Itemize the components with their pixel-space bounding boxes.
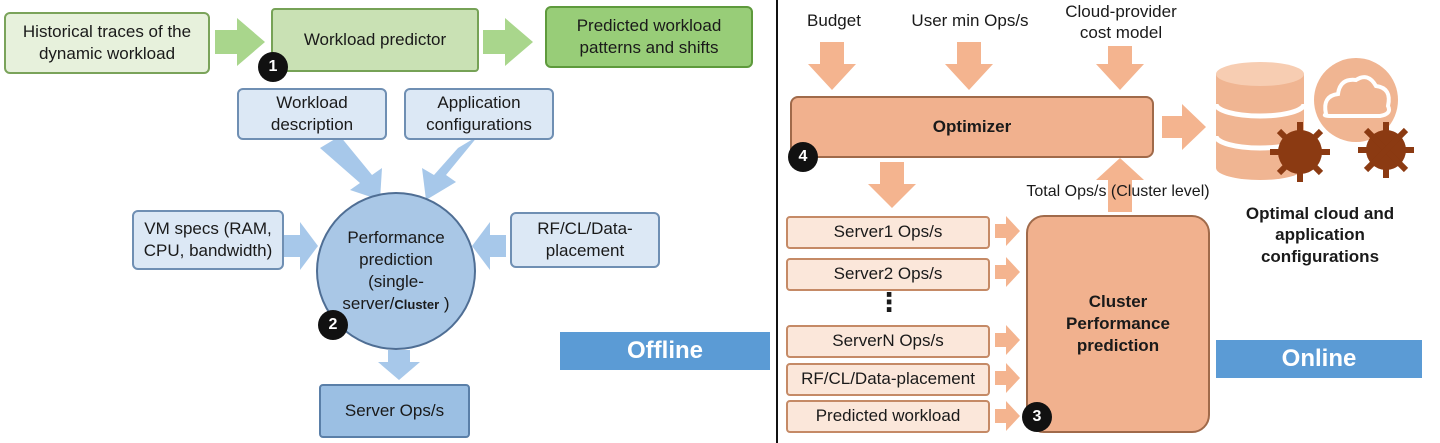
workload-description-box: Workload description — [237, 88, 387, 140]
step-badge-4: 4 — [788, 142, 818, 172]
workload-description-label: Workload description — [270, 92, 354, 134]
performance-prediction-label: Performance prediction (single-server/ — [342, 227, 445, 314]
arrow-predicted-to-cluster — [995, 401, 1020, 431]
server-ops-box: Server Ops/s — [319, 384, 470, 438]
arrow-serverN-to-cluster — [995, 325, 1020, 355]
server1-ops-box: Server1 Ops/s — [786, 216, 990, 249]
cluster-performance-box: Cluster Performance prediction — [1026, 215, 1210, 433]
gear-icon — [1270, 122, 1330, 182]
server1-ops-label: Server1 Ops/s — [833, 222, 943, 242]
optimizer-label: Optimizer — [932, 116, 1012, 136]
performance-close-label: ) — [439, 294, 450, 314]
cloud-icon — [1314, 58, 1398, 142]
serverN-ops-label: ServerN Ops/s — [832, 331, 944, 351]
performance-prediction-circle: Performance prediction (single-server/Cl… — [316, 192, 476, 350]
section-divider — [776, 0, 778, 443]
arrow-vm-specs-to-perf — [284, 222, 318, 270]
step-badge-3: 3 — [1022, 402, 1052, 432]
arrow-cost-to-optimizer — [1096, 46, 1144, 90]
cloud-cost-model-label: Cloud-provider cost model — [1065, 2, 1177, 43]
app-configurations-label: Application configurations — [426, 92, 532, 134]
rf-cl-online-label: RF/CL/Data-placement — [801, 369, 975, 389]
server2-ops-label: Server2 Ops/s — [833, 264, 943, 284]
ellipsis-vertical: ⋮ — [876, 287, 902, 317]
predicted-workload-box: Predicted workload — [786, 400, 990, 433]
arrow-server2-to-cluster — [995, 257, 1020, 287]
workload-predictor-label: Workload predictor — [303, 29, 447, 49]
vm-specs-label: VM specs (RAM, CPU, bandwidth) — [143, 218, 273, 260]
optimal-configurations-label: Optimal cloud and application configurat… — [1245, 204, 1395, 266]
vm-specs-box: VM specs (RAM, CPU, bandwidth) — [132, 210, 284, 270]
arrow-historical-to-predictor — [215, 18, 265, 66]
arrow-cluster-to-optimizer — [1096, 158, 1144, 212]
optimizer-box: Optimizer — [790, 96, 1154, 158]
total-ops-label: Total Ops/s (Cluster level) — [1026, 183, 1210, 200]
gear-icon — [1358, 122, 1414, 178]
arrow-predictor-to-patterns — [483, 18, 533, 66]
user-min-ops-label: User min Ops/s — [911, 11, 1029, 30]
arrow-server1-to-cluster — [995, 216, 1020, 246]
server-ops-label: Server Ops/s — [344, 400, 445, 420]
offline-banner: Offline — [560, 332, 770, 370]
arrow-perf-to-server-ops — [378, 350, 420, 380]
online-banner: Online — [1216, 340, 1422, 378]
arrow-rf-online-to-cluster — [995, 363, 1020, 393]
rf-cl-offline-label: RF/CL/Data-placement — [537, 218, 633, 260]
predicted-patterns-label: Predicted workload patterns and shifts — [576, 15, 722, 57]
arrow-budget-to-optimizer — [808, 42, 856, 90]
server2-ops-box: Server2 Ops/s — [786, 258, 990, 291]
predicted-patterns-box: Predicted workload patterns and shifts — [545, 6, 753, 68]
arrow-optimizer-down — [868, 162, 916, 208]
performance-cluster-label: Cluster — [394, 297, 440, 313]
arrow-workload-desc-to-perf — [320, 136, 382, 200]
predicted-workload-label: Predicted workload — [815, 406, 961, 426]
cluster-performance-label: Cluster Performance prediction — [1066, 291, 1170, 356]
budget-label: Budget — [807, 11, 861, 30]
arrow-rf-to-perf — [472, 222, 506, 270]
workload-predictor-box: Workload predictor — [271, 8, 479, 72]
arrow-app-config-to-perf — [422, 136, 478, 200]
arrow-usermin-to-optimizer — [945, 42, 993, 90]
app-configurations-box: Application configurations — [404, 88, 554, 140]
rf-cl-offline-box: RF/CL/Data-placement — [510, 212, 660, 268]
historical-traces-label: Historical traces of the dynamic workloa… — [22, 21, 192, 63]
step-badge-1: 1 — [258, 52, 288, 82]
serverN-ops-box: ServerN Ops/s — [786, 325, 990, 358]
arrow-optimizer-to-results — [1162, 104, 1206, 150]
step-badge-2: 2 — [318, 310, 348, 340]
historical-traces-box: Historical traces of the dynamic workloa… — [4, 12, 210, 74]
rf-cl-online-box: RF/CL/Data-placement — [786, 363, 990, 396]
